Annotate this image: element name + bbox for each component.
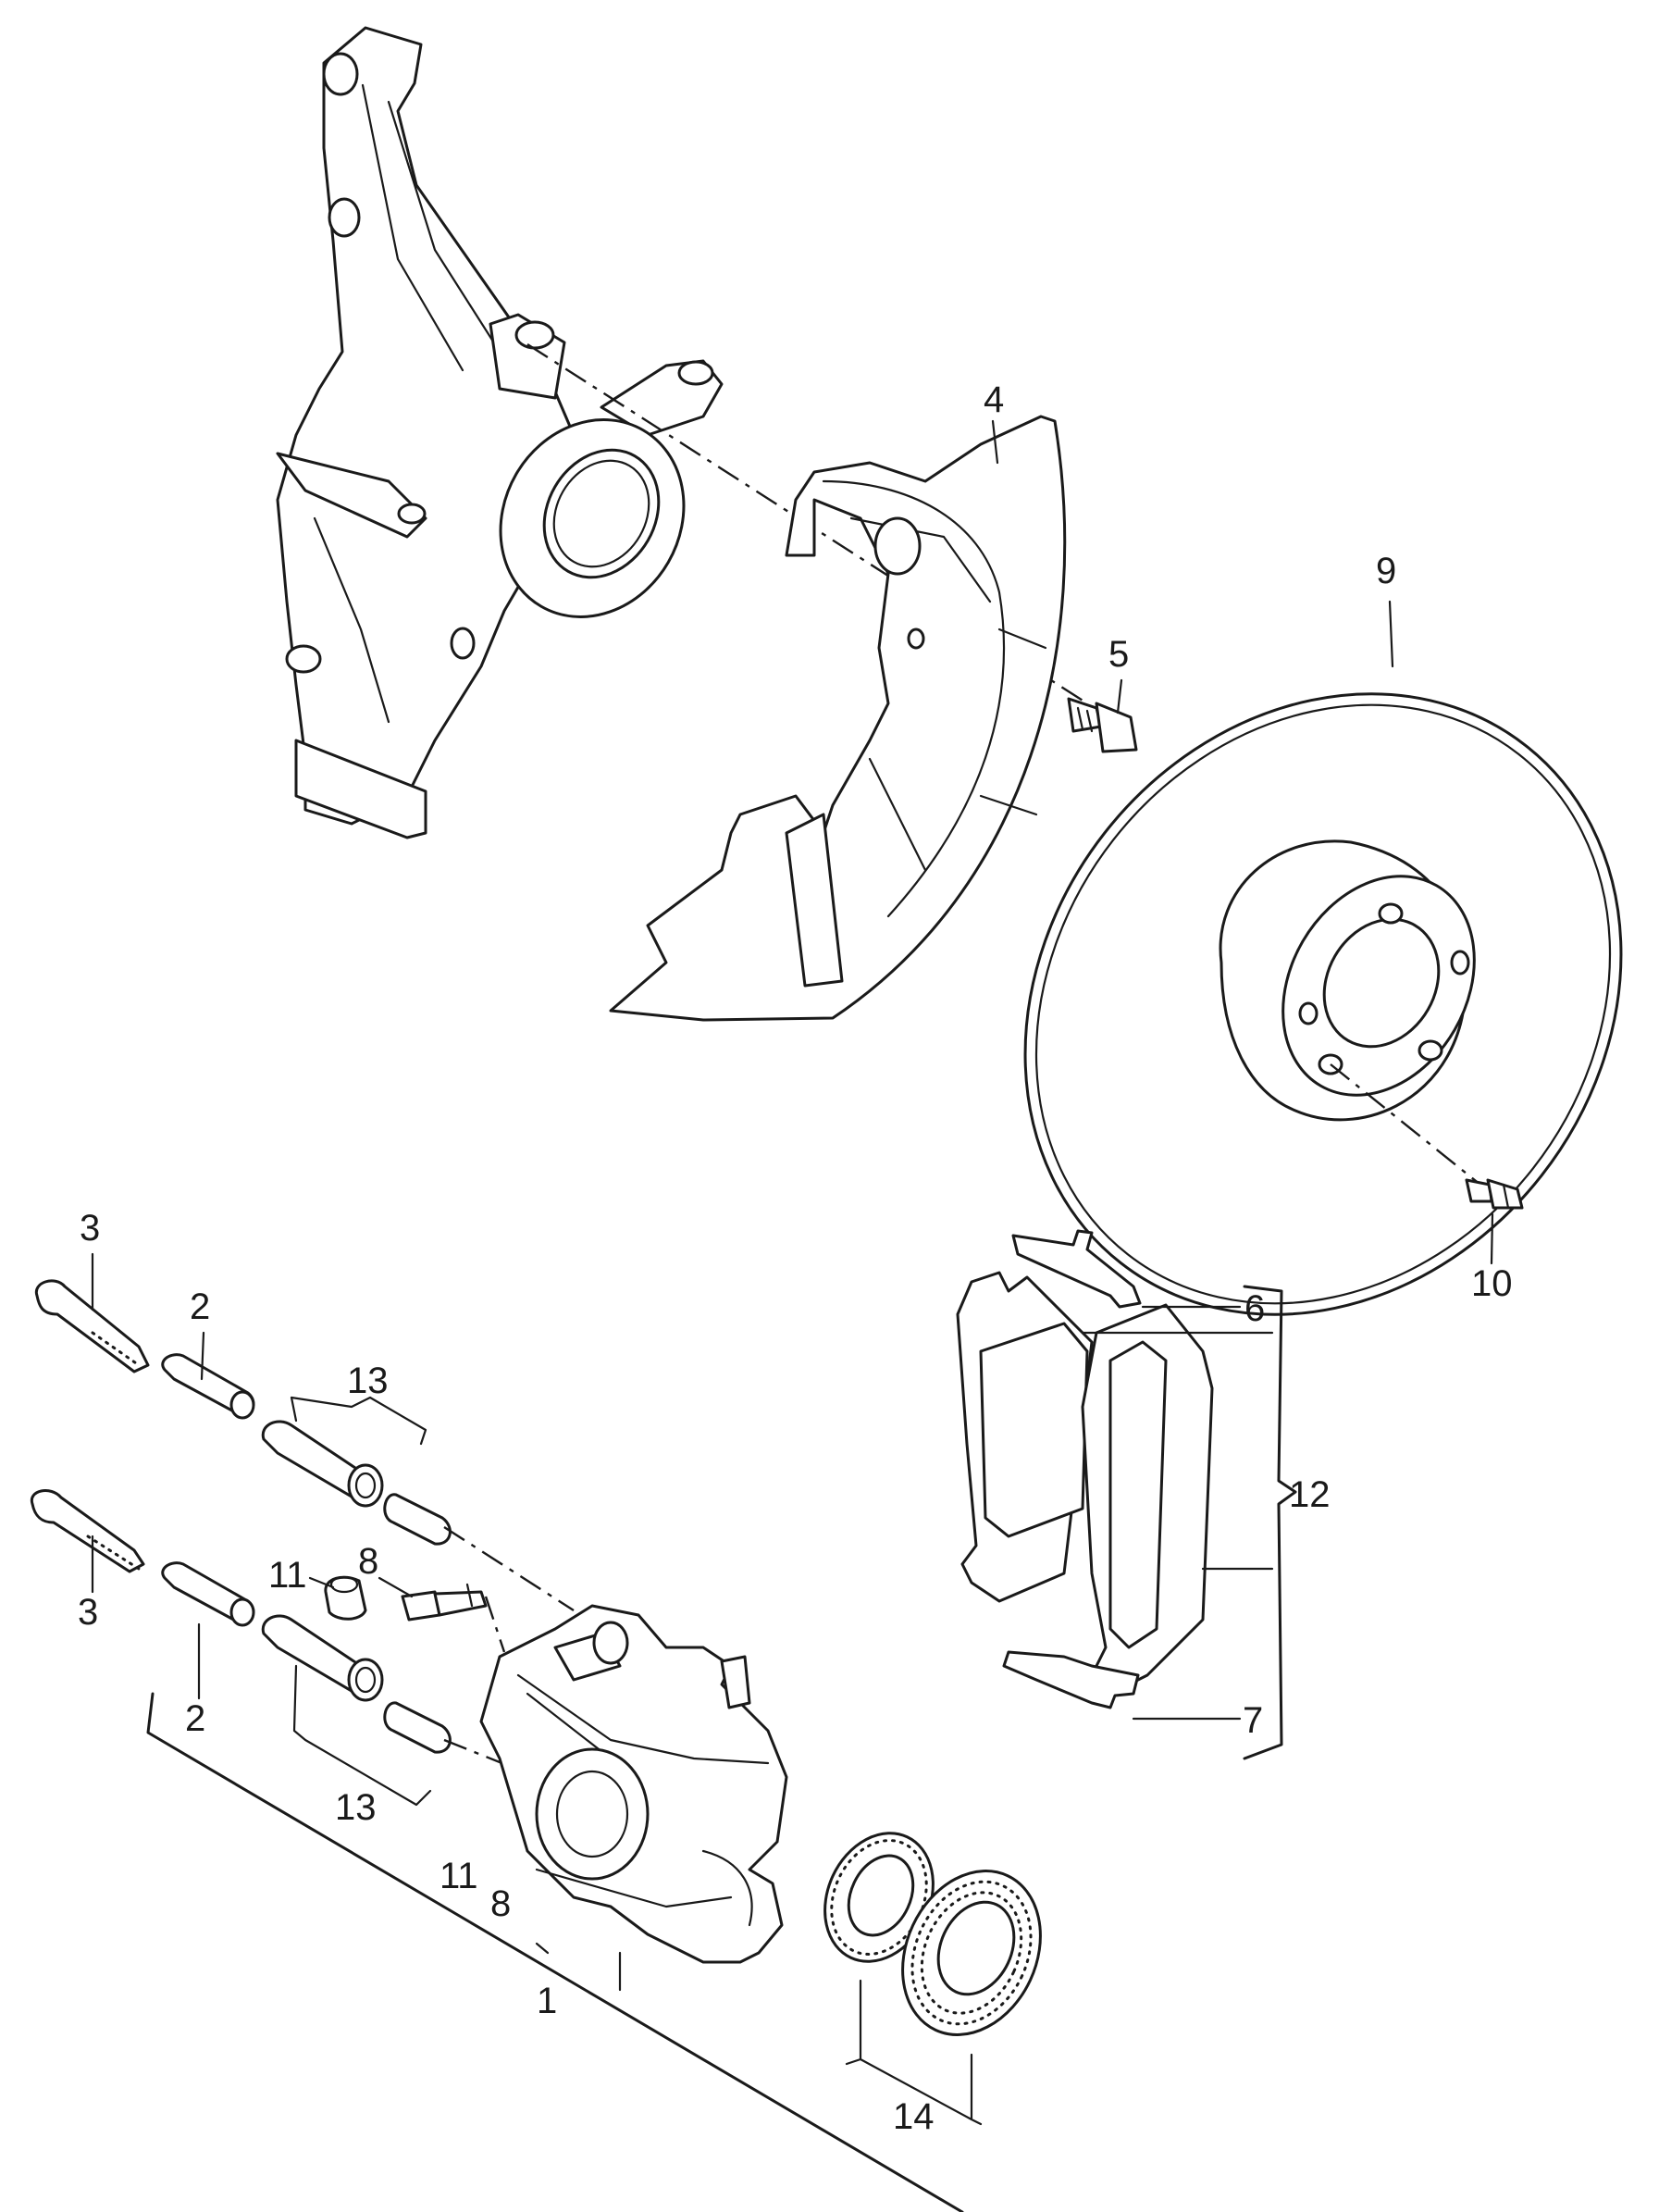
callout-10: 10: [1471, 1263, 1513, 1304]
callout-8-top: 8: [358, 1541, 378, 1582]
callout-2-top: 2: [190, 1286, 210, 1327]
dust-boot: [901, 1870, 1042, 2036]
guide-sleeve-upper: [161, 1353, 255, 1420]
assembly-axis-disc: [1330, 1063, 1481, 1186]
dust-cap-11: [324, 1575, 367, 1621]
bolt-5: [1067, 697, 1138, 753]
bushing-lower: [261, 1614, 384, 1702]
guide-bolt-upper: [34, 1279, 150, 1373]
callout-12: 12: [1289, 1474, 1331, 1515]
callout-11-bottom: 11: [440, 1856, 478, 1896]
callout-3-bottom: 3: [78, 1592, 98, 1633]
callout-9: 9: [1376, 551, 1396, 591]
callout-14: 14: [893, 2096, 935, 2137]
piston-seal: [823, 1832, 935, 1963]
bracket-1: [146, 1692, 964, 2212]
callout-7: 7: [1243, 1700, 1263, 1741]
callout-3-top: 3: [80, 1208, 100, 1249]
brake-pad-set: [956, 1229, 1214, 1709]
guide-sleeve-lower: [161, 1561, 255, 1627]
brake-caliper: [479, 1604, 788, 1964]
bracket-14: [845, 1979, 983, 2126]
callout-1: 1: [537, 1981, 557, 2021]
callout-2-bottom: 2: [185, 1698, 205, 1739]
brake-disc: [1023, 692, 1623, 1316]
bushing-upper: [261, 1420, 384, 1508]
callout-13-top: 13: [347, 1361, 389, 1401]
callout-6: 6: [1244, 1288, 1265, 1329]
plug-upper: [383, 1493, 452, 1546]
callout-13-bottom: 13: [335, 1787, 377, 1828]
callout-5: 5: [1108, 634, 1129, 675]
screw-10: [1465, 1178, 1524, 1210]
callout-8-bottom: 8: [490, 1883, 511, 1924]
callout-11-top: 11: [268, 1555, 307, 1596]
bleed-screw-8: [401, 1583, 488, 1622]
steering-knuckle: [276, 26, 724, 839]
bracket-12: [1243, 1285, 1297, 1760]
splash-shield: [609, 415, 1067, 1022]
guide-bolt-lower: [30, 1489, 145, 1573]
plug-lower: [383, 1701, 452, 1754]
callout-4: 4: [984, 379, 1004, 420]
